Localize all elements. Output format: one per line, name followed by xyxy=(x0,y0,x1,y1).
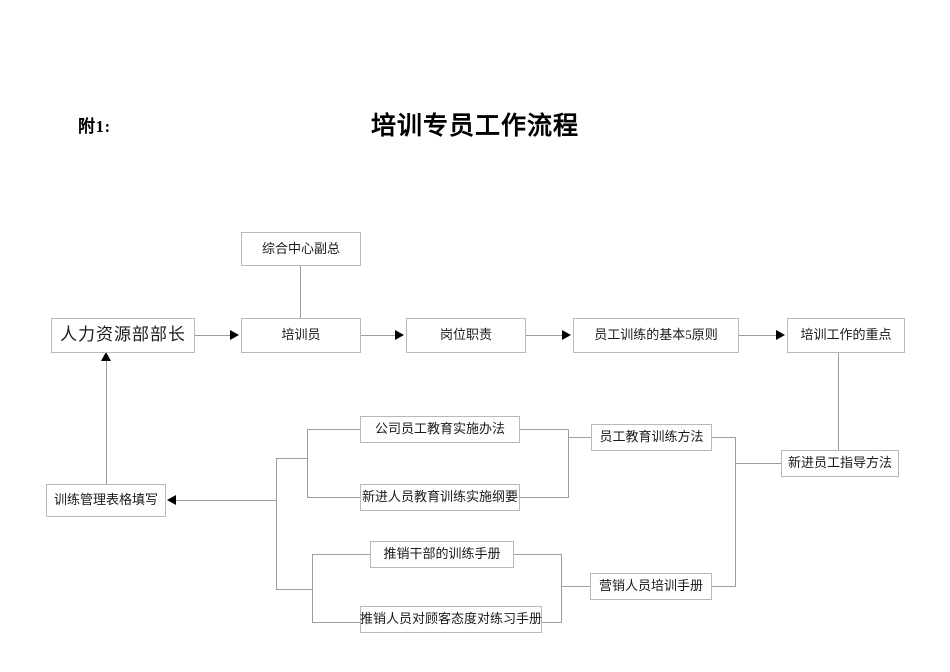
node-label: 公司员工教育实施办法 xyxy=(374,421,505,437)
node-xinjin-renyuan-jiaoyu-gangyao[interactable]: 新进人员教育训练实施纲要 xyxy=(360,484,520,511)
node-peixunyuan[interactable]: 培训员 xyxy=(241,318,361,353)
arrowhead-n5-n6 xyxy=(776,330,785,340)
node-label: 员工训练的基本5原则 xyxy=(594,327,718,343)
connector-n7-bracket-left xyxy=(307,429,360,430)
connector-n1-n3 xyxy=(300,266,301,318)
connector-n5-n6 xyxy=(739,335,777,336)
connector-lower-group-spine-left xyxy=(312,554,313,623)
connector-upper-spine-to-main xyxy=(276,458,308,459)
connector-n13-bracket-right xyxy=(542,622,562,623)
arrowhead-n2-n3 xyxy=(230,330,239,340)
node-label: 营销人员培训手册 xyxy=(598,578,703,594)
node-label: 推销干部的训练手册 xyxy=(383,546,501,562)
connector-n8-bracket-left xyxy=(307,497,360,498)
node-label: 训练管理表格填写 xyxy=(53,492,158,508)
node-label: 培训员 xyxy=(281,327,321,343)
node-xunlian-guanli-biaoge-tianxie[interactable]: 训练管理表格填写 xyxy=(46,484,166,517)
connector-n4-n5 xyxy=(526,335,563,336)
connector-right-bracket-spine xyxy=(735,437,736,587)
node-yuangong-jiaoyu-xunlian-fangfa[interactable]: 员工教育训练方法 xyxy=(591,424,712,451)
node-renli-ziyuanbu-buzhang[interactable]: 人力资源部部长 xyxy=(51,318,195,353)
node-label: 培训工作的重点 xyxy=(800,327,892,343)
node-label: 新进员工指导方法 xyxy=(787,455,892,471)
node-zonghe-zhongxin-fuzong[interactable]: 综合中心副总 xyxy=(241,232,361,266)
connector-n11-n2 xyxy=(106,358,107,484)
node-gongsi-yuangong-jiaoyu-banfa[interactable]: 公司员工教育实施办法 xyxy=(360,416,520,443)
connector-lower-group-to-n14 xyxy=(561,586,591,587)
node-label: 推销人员对顾客态度对练习手册 xyxy=(360,611,543,627)
connector-n14-bracket xyxy=(712,586,736,587)
node-yuangong-xunlian-wuyuanze[interactable]: 员工训练的基本5原则 xyxy=(573,318,739,353)
connector-n12-bracket-right xyxy=(514,554,562,555)
connector-upper-group-spine-left xyxy=(307,429,308,498)
connector-n13-bracket-left xyxy=(312,622,360,623)
node-gangwei-zhize[interactable]: 岗位职责 xyxy=(406,318,526,353)
connector-left-main-spine xyxy=(276,458,277,590)
arrowhead-n3-n4 xyxy=(395,330,404,340)
connector-n3-n4 xyxy=(361,335,396,336)
node-yingxiao-renyuan-peixun-shouce[interactable]: 营销人员培训手册 xyxy=(590,573,712,600)
arrowhead-n4-n5 xyxy=(562,330,571,340)
connector-upper-group-to-n9 xyxy=(568,437,591,438)
arrowhead-to-n11 xyxy=(167,495,176,505)
node-label: 岗位职责 xyxy=(439,327,492,343)
node-label: 综合中心副总 xyxy=(261,240,340,256)
connector-n7-bracket-right xyxy=(520,429,569,430)
connector-n2-n3 xyxy=(195,335,231,336)
node-label: 员工教育训练方法 xyxy=(599,429,704,445)
page-title: 培训专员工作流程 xyxy=(370,112,579,140)
connector-n12-bracket-left xyxy=(312,554,370,555)
connector-upper-group-spine-right xyxy=(568,429,569,498)
node-peixun-gongzuo-zhongdian[interactable]: 培训工作的重点 xyxy=(787,318,905,353)
node-tuixiao-ganbu-xunlian-shouce[interactable]: 推销干部的训练手册 xyxy=(370,541,514,568)
connector-n6-n10 xyxy=(838,353,839,450)
connector-n9-bracket xyxy=(712,437,736,438)
connector-lower-group-spine-right xyxy=(561,554,562,623)
node-label: 新进人员教育训练实施纲要 xyxy=(361,489,518,505)
arrowhead-n11-n2 xyxy=(101,352,111,361)
connector-lower-spine-to-main xyxy=(276,589,313,590)
node-tuixiao-renyuan-lianxi-shouce[interactable]: 推销人员对顾客态度对练习手册 xyxy=(360,606,542,633)
connector-right-bracket-to-n10 xyxy=(735,463,781,464)
attachment-label: 附1: xyxy=(78,117,111,136)
node-xinjin-yuangong-zhidao-fangfa[interactable]: 新进员工指导方法 xyxy=(781,450,899,477)
connector-n8-bracket-right xyxy=(520,497,569,498)
node-label: 人力资源部部长 xyxy=(60,325,186,345)
connector-main-spine-to-n11 xyxy=(176,500,277,501)
